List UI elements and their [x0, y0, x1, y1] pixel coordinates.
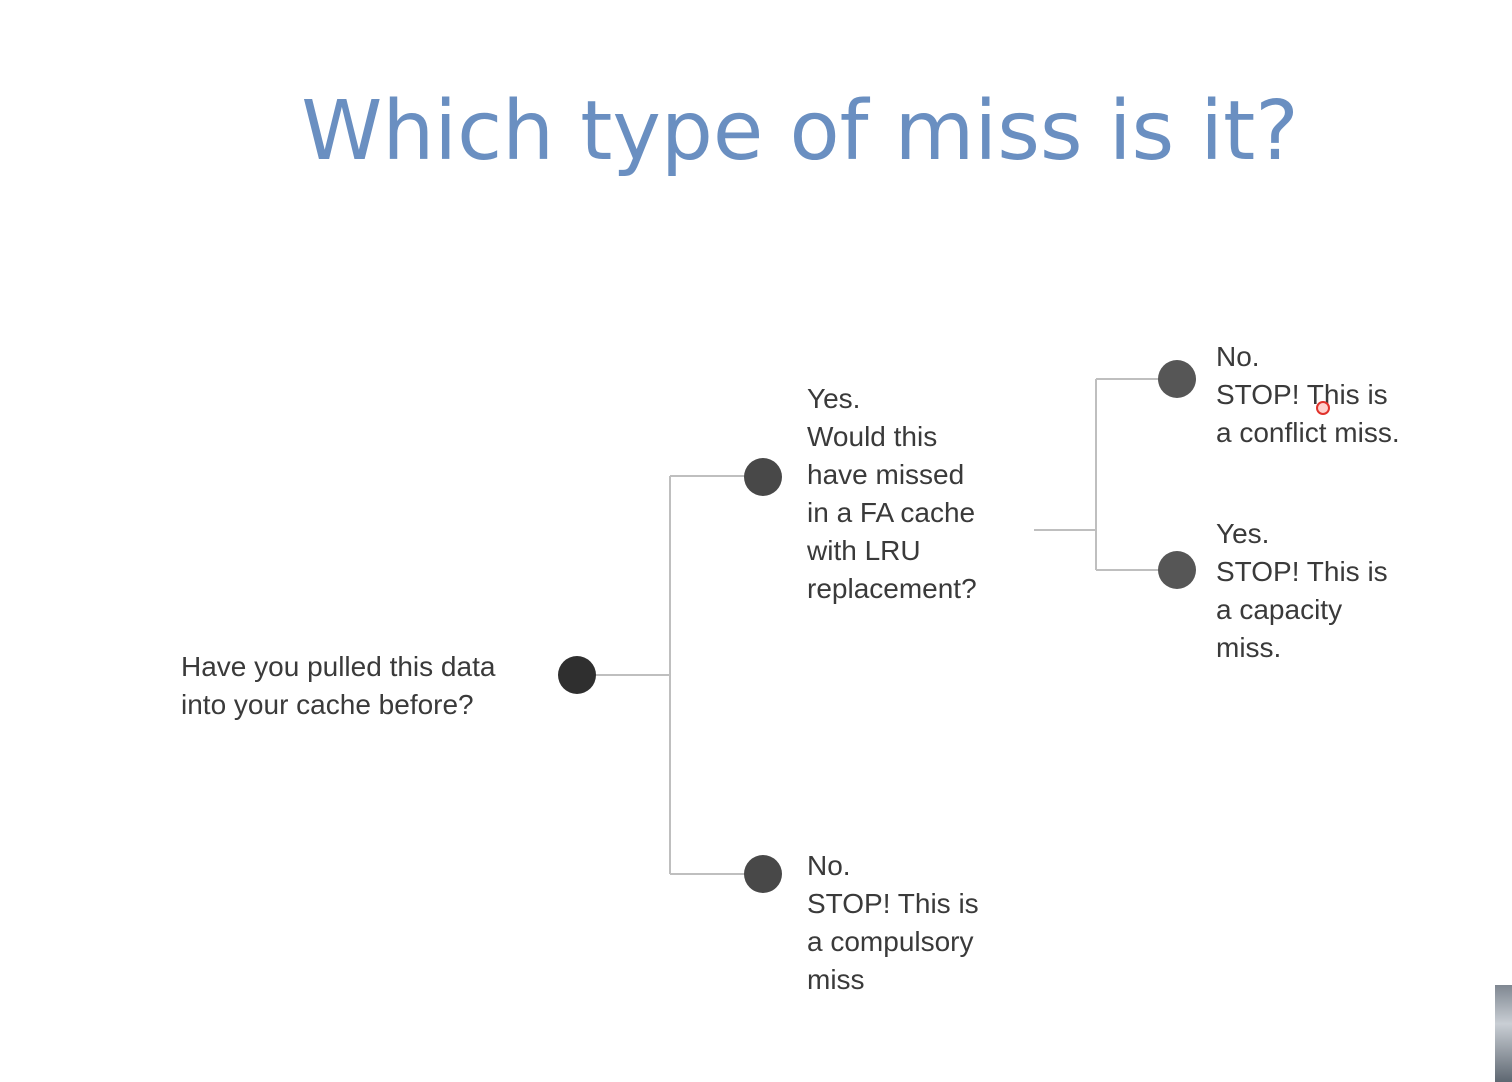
yes-branch-label: Yes. Would this have missed in a FA cach…	[807, 383, 977, 604]
laser-pointer-icon	[1316, 401, 1330, 415]
no-branch-node	[744, 855, 782, 893]
no-branch-label: No. STOP! This is a compulsory miss	[807, 850, 979, 995]
conflict-leaf-label: No. STOP! This is a conflict miss.	[1216, 341, 1400, 448]
slide-title: Which type of miss is it?	[301, 84, 1299, 179]
capacity-leaf-node	[1158, 551, 1196, 589]
root-question: Have you pulled this data into your cach…	[181, 651, 496, 720]
capacity-leaf-label: Yes. STOP! This is a capacity miss.	[1216, 518, 1388, 663]
root-node	[558, 656, 596, 694]
conflict-leaf-node	[1158, 360, 1196, 398]
yes-branch-node	[744, 458, 782, 496]
webcam-thumbnail	[1495, 985, 1512, 1082]
